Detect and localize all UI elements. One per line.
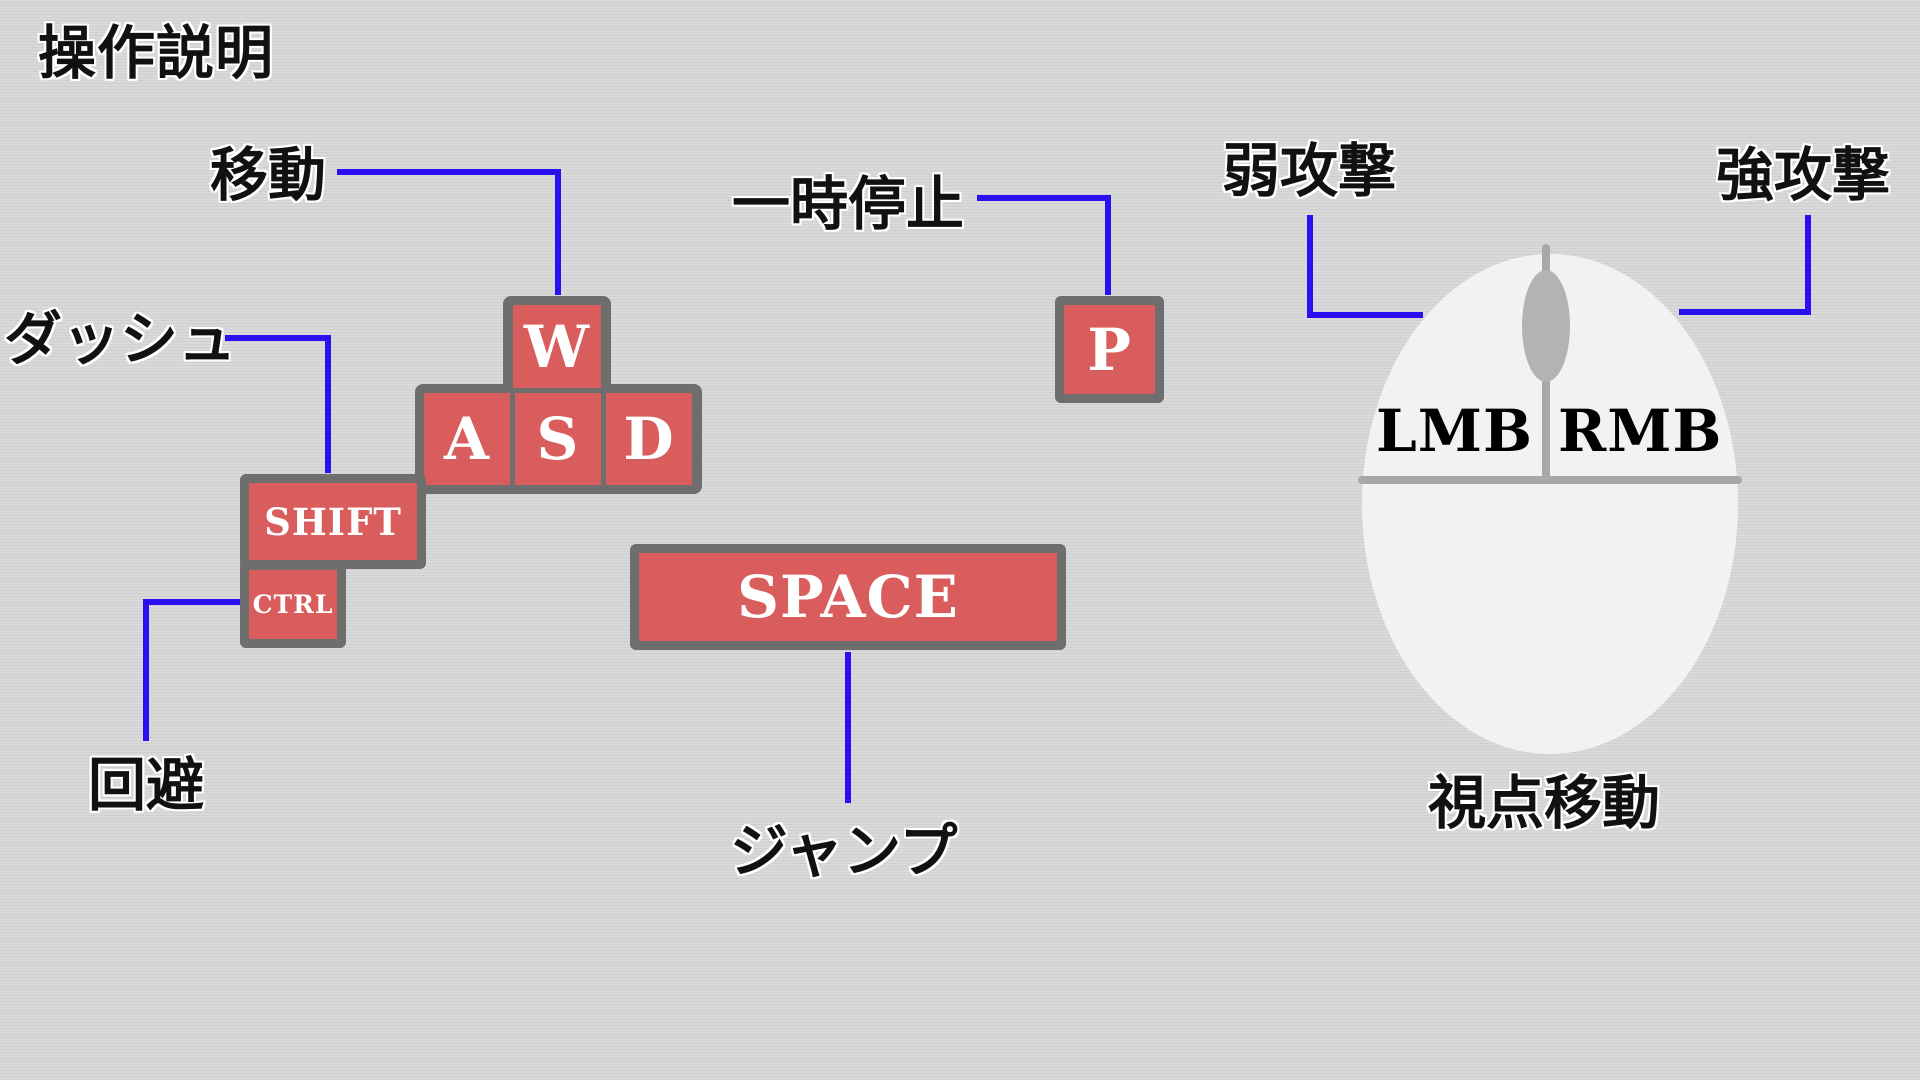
label-pause: 一時停止 [732,170,965,238]
strong-attack-connector [1679,215,1811,315]
label-dash: ダッシュ [4,305,237,373]
key-shift: SHIFT [240,474,426,569]
label-weak-attack: 弱攻撃 [1222,137,1397,205]
key-d: D [606,393,692,485]
label-dodge: 回避 [88,751,205,819]
label-strong-attack: 強攻撃 [1716,141,1891,209]
key-ctrl: CTRL [240,561,346,648]
mouse-right-button-label: RMB [1558,397,1723,465]
label-jump: ジャンプ [730,817,958,885]
label-move: 移動 [210,141,327,209]
mouse [1358,244,1742,754]
mouse-left-button-label: LMB [1376,397,1534,465]
key-space: SPACE [630,544,1066,650]
key-p: P [1055,296,1164,403]
pause-connector [977,195,1111,295]
mouse-body [1362,254,1738,754]
move-connector [337,169,561,295]
dodge-connector [143,599,243,741]
key-w: W [513,305,601,388]
label-look: 視点移動 [1428,769,1661,837]
page-title: 操作説明 [38,19,275,87]
dash-connector [225,335,331,473]
key-a: A [424,393,510,485]
scroll-wheel [1522,270,1570,382]
weak-attack-connector [1307,215,1423,318]
key-s: S [515,393,601,485]
